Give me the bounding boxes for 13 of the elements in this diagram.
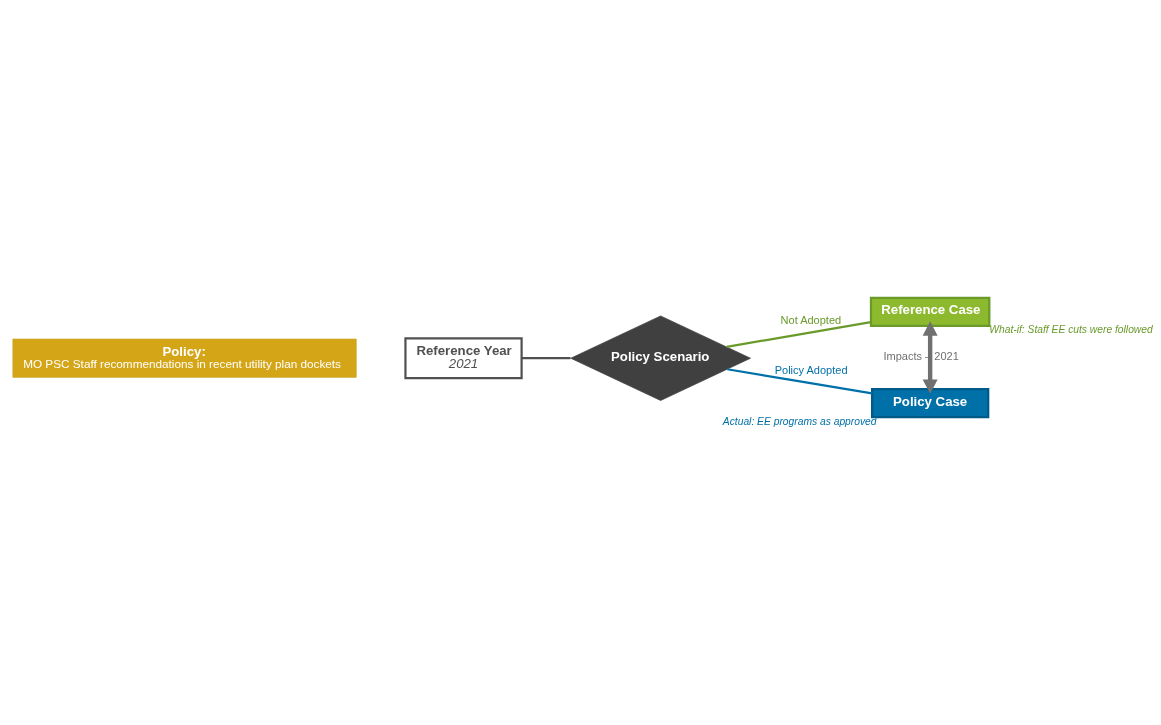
node-box: Policy Case — [870, 387, 990, 418]
arrow — [922, 320, 938, 394]
edge-label: Not Adopted — [780, 313, 842, 326]
connector — [727, 367, 873, 395]
node-box: Policy: MO PSC Staff recommendations in recent utility plan dockets — [12, 338, 357, 378]
connector — [726, 320, 871, 348]
edge-label: Policy Adopted — [774, 363, 848, 376]
node-box: Reference Case — [869, 296, 991, 327]
node-label: What-if: Staff EE cuts were followed — [989, 323, 1153, 335]
connector — [521, 356, 571, 359]
node-box: Reference Year 2021 — [404, 336, 523, 379]
node-diamond: Policy Scenario — [570, 315, 751, 401]
node-label: Actual: EE programs as approved — [722, 415, 877, 427]
